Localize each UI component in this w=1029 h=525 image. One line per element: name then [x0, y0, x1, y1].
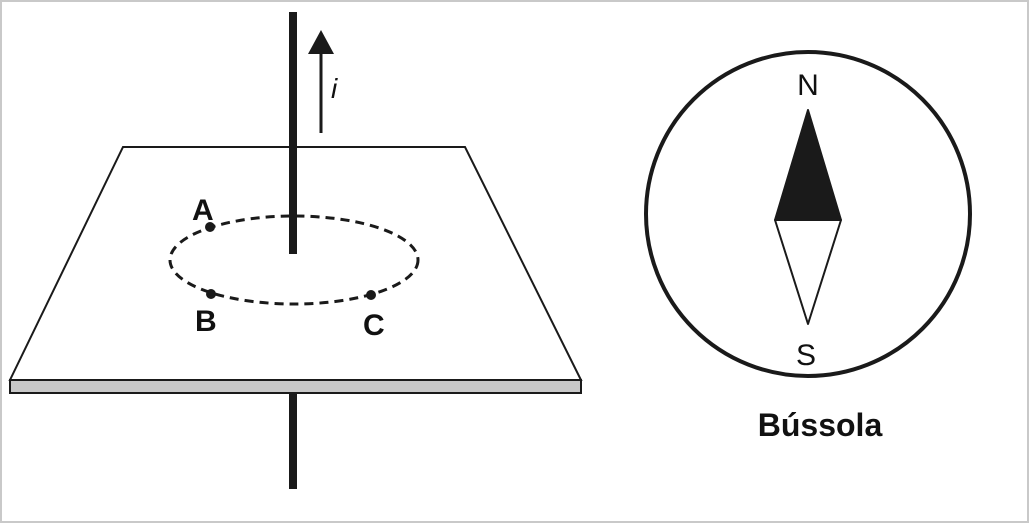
compass-caption: Bússola: [758, 407, 883, 443]
point-a-label: A: [192, 194, 214, 227]
point-b-label: B: [195, 305, 217, 338]
point-a-dot: [205, 222, 215, 232]
plate-surface: [8, 146, 583, 381]
compass-north-label: N: [797, 69, 819, 102]
point-c-label: C: [363, 309, 385, 342]
wire-upper-segment: [289, 12, 297, 254]
compass-needle-south: [774, 219, 842, 325]
point-c-dot: [366, 290, 376, 300]
compass: N S: [644, 50, 972, 378]
compass-south-label: S: [796, 339, 816, 372]
wire-lower-segment: [289, 394, 297, 489]
current-arrow-head: [308, 30, 334, 54]
current-label: i: [331, 73, 338, 104]
point-b-dot: [206, 289, 216, 299]
field-line-dashed: [168, 214, 420, 306]
plate-edge: [9, 379, 582, 394]
